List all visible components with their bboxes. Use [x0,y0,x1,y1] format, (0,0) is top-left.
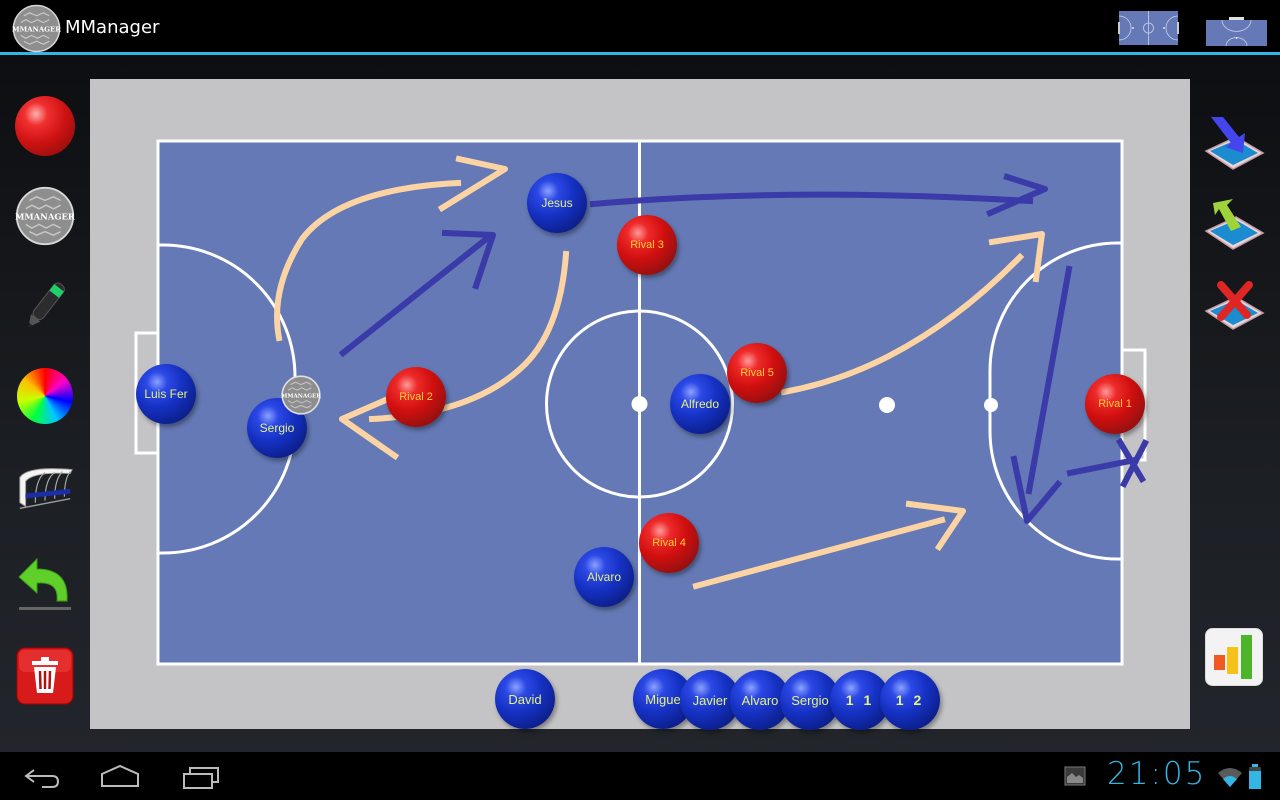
vertical-field-view-button[interactable] [1205,10,1268,46]
rival-player-token[interactable]: Rival 1 [1085,374,1145,434]
full-court-icon [1118,11,1179,45]
horizontal-field-view-button[interactable] [1117,10,1180,46]
bench-icon [19,468,73,510]
undo-icon [18,557,71,610]
red-ball-icon [15,96,75,156]
rival-player-token[interactable]: Rival 4 [639,513,699,573]
bench-player-token[interactable]: David [495,669,555,729]
pitch [134,139,1150,666]
recent-apps-button[interactable] [180,762,224,792]
bench-player-token[interactable]: 1 2 [880,670,940,730]
rival-player-token[interactable]: Rival 5 [727,343,787,403]
color-wheel-icon [17,368,73,424]
back-button[interactable] [20,762,64,792]
undo-button[interactable] [14,553,76,615]
team-player-token[interactable]: Luis Fer [136,364,196,424]
load-tactic-button[interactable] [1203,115,1265,177]
app-logo-icon[interactable]: MMANAGER [12,4,61,53]
app-title: MManager [65,17,160,38]
battery-icon [1249,764,1261,789]
system-navigation-bar [0,752,1280,800]
team-player-token[interactable]: Alvaro [574,547,634,607]
gallery-notification-icon[interactable] [1064,766,1086,786]
save-field-icon [1204,199,1265,250]
clear-field-icon [1204,281,1265,330]
draw-pencil-button[interactable] [14,275,76,337]
add-rival-button[interactable] [14,95,76,157]
clear-field-button[interactable] [1203,275,1265,337]
color-picker-button[interactable] [14,365,76,427]
add-ball-button[interactable]: MMANAGER [14,185,76,247]
drawn-strokes-blue [338,173,1150,524]
wifi-icon [1218,768,1242,787]
half-court-icon [1206,17,1267,46]
home-button[interactable] [98,762,142,792]
status-clock: 21:05 [1107,756,1207,792]
delete-button[interactable] [14,645,76,707]
save-tactic-button[interactable] [1203,195,1265,257]
team-player-token[interactable]: Alfredo [670,374,730,434]
rival-player-token[interactable]: Rival 3 [617,215,677,275]
svg-text:MMANAGER: MMANAGER [281,393,321,399]
mmanager-ball-icon: MMANAGER [15,186,75,246]
statistics-button[interactable] [1205,628,1263,686]
svg-text:MMANAGER: MMANAGER [12,25,61,33]
match-ball[interactable]: MMANAGER [281,375,321,415]
trash-icon [16,647,74,705]
bench-button[interactable] [14,458,76,520]
action-bar: MMANAGER MManager [0,0,1280,55]
team-player-token[interactable]: Jesus [527,173,587,233]
rival-player-token[interactable]: Rival 2 [386,367,446,427]
bench-player-token[interactable]: Alvaro [730,670,790,730]
svg-text:MMANAGER: MMANAGER [15,212,75,222]
load-field-icon [1204,117,1265,170]
pencil-icon [28,282,65,328]
bar-chart-icon [1205,628,1263,686]
